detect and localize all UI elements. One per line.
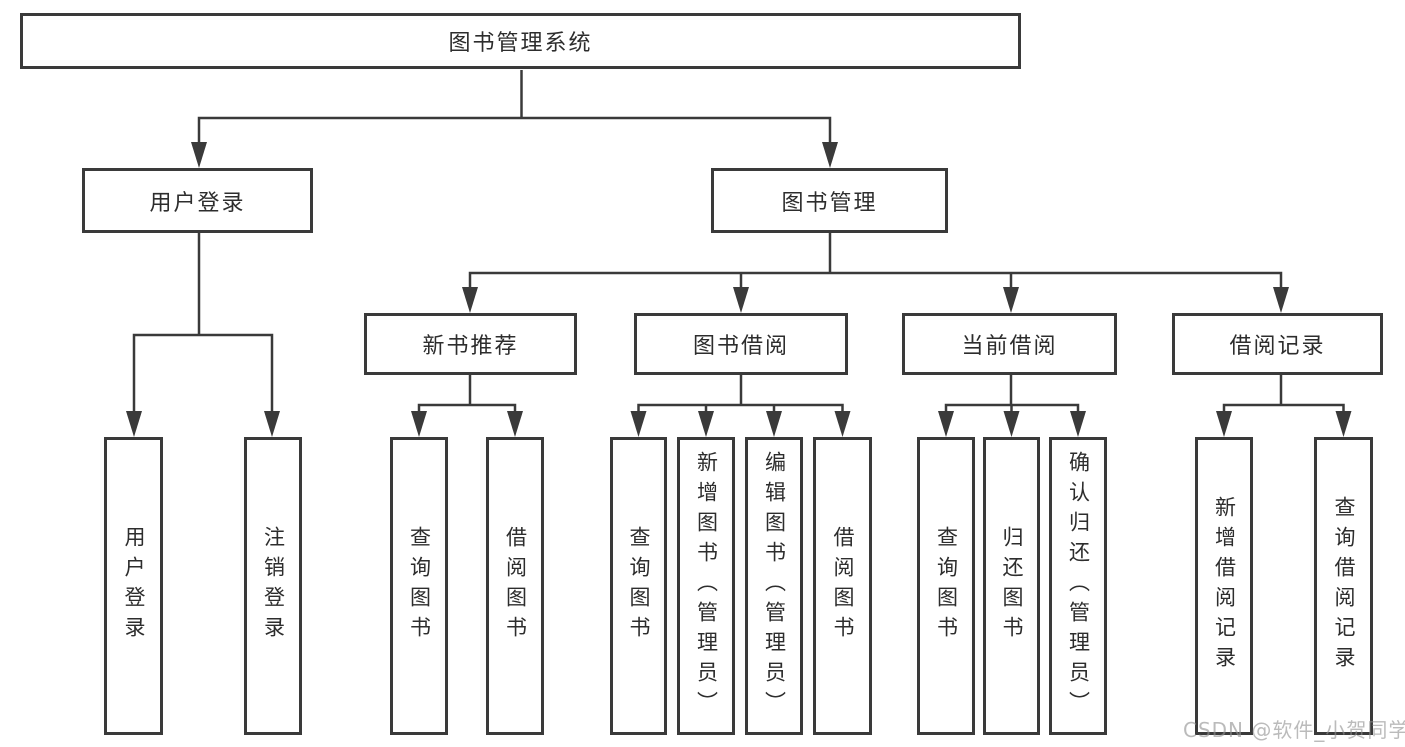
leaf-return-book: 归还图书 [983,437,1040,735]
node-borrowing-records: 借阅记录 [1172,313,1383,375]
node-book-management: 图书管理 [711,168,948,233]
leaf-label: 新增借阅记录 [1212,496,1237,676]
node-current-borrowing: 当前借阅 [902,313,1117,375]
leaf-label: 确认归还（管理员） [1066,451,1091,721]
node-book-borrowing: 图书借阅 [634,313,848,375]
leaf-user-login: 用户登录 [104,437,163,735]
arrowheads [126,142,1352,437]
node-label: 图书管理系统 [448,31,593,56]
leaf-label: 查询借阅记录 [1332,496,1356,676]
leaf-add-borrow-record: 新增借阅记录 [1195,437,1253,735]
leaf-add-book-admin: 新增图书（管理员） [677,437,735,735]
leaf-query-borrow-record: 查询借阅记录 [1314,437,1373,735]
leaf-borrow-book-recommend: 借阅图书 [486,437,544,735]
leaf-label: 查询图书 [407,526,432,646]
csdn-watermark: CSDN @软件_小贺同学 [1183,718,1405,742]
leaf-query-book-current: 查询图书 [917,437,975,735]
node-label: 新书推荐 [422,334,519,359]
leaf-label: 查询图书 [934,526,959,646]
leaf-query-book-recommend: 查询图书 [390,437,448,735]
leaf-label: 借阅图书 [503,526,528,646]
leaf-label: 查询图书 [627,526,651,646]
leaf-label: 用户登录 [122,526,146,646]
leaf-edit-book-admin: 编辑图书（管理员） [745,437,803,735]
node-new-book-recommend: 新书推荐 [364,313,577,375]
leaf-borrow-book: 借阅图书 [813,437,872,735]
leaf-confirm-return-admin: 确认归还（管理员） [1049,437,1107,735]
node-label: 图书借阅 [692,334,789,359]
leaf-label: 新增图书（管理员） [694,451,719,721]
leaf-label: 归还图书 [1000,526,1024,646]
leaf-label: 注销登录 [261,526,286,646]
node-library-management-system: 图书管理系统 [20,13,1021,69]
leaf-label: 借阅图书 [831,526,855,646]
node-label: 图书管理 [781,190,878,216]
leaf-label: 编辑图书（管理员） [762,451,787,721]
leaf-query-book-borrow: 查询图书 [610,437,667,735]
node-label: 用户登录 [149,190,246,216]
node-label: 借阅记录 [1229,334,1326,359]
leaf-logout: 注销登录 [244,437,302,735]
node-label: 当前借阅 [961,334,1058,359]
node-user-login: 用户登录 [82,168,313,233]
